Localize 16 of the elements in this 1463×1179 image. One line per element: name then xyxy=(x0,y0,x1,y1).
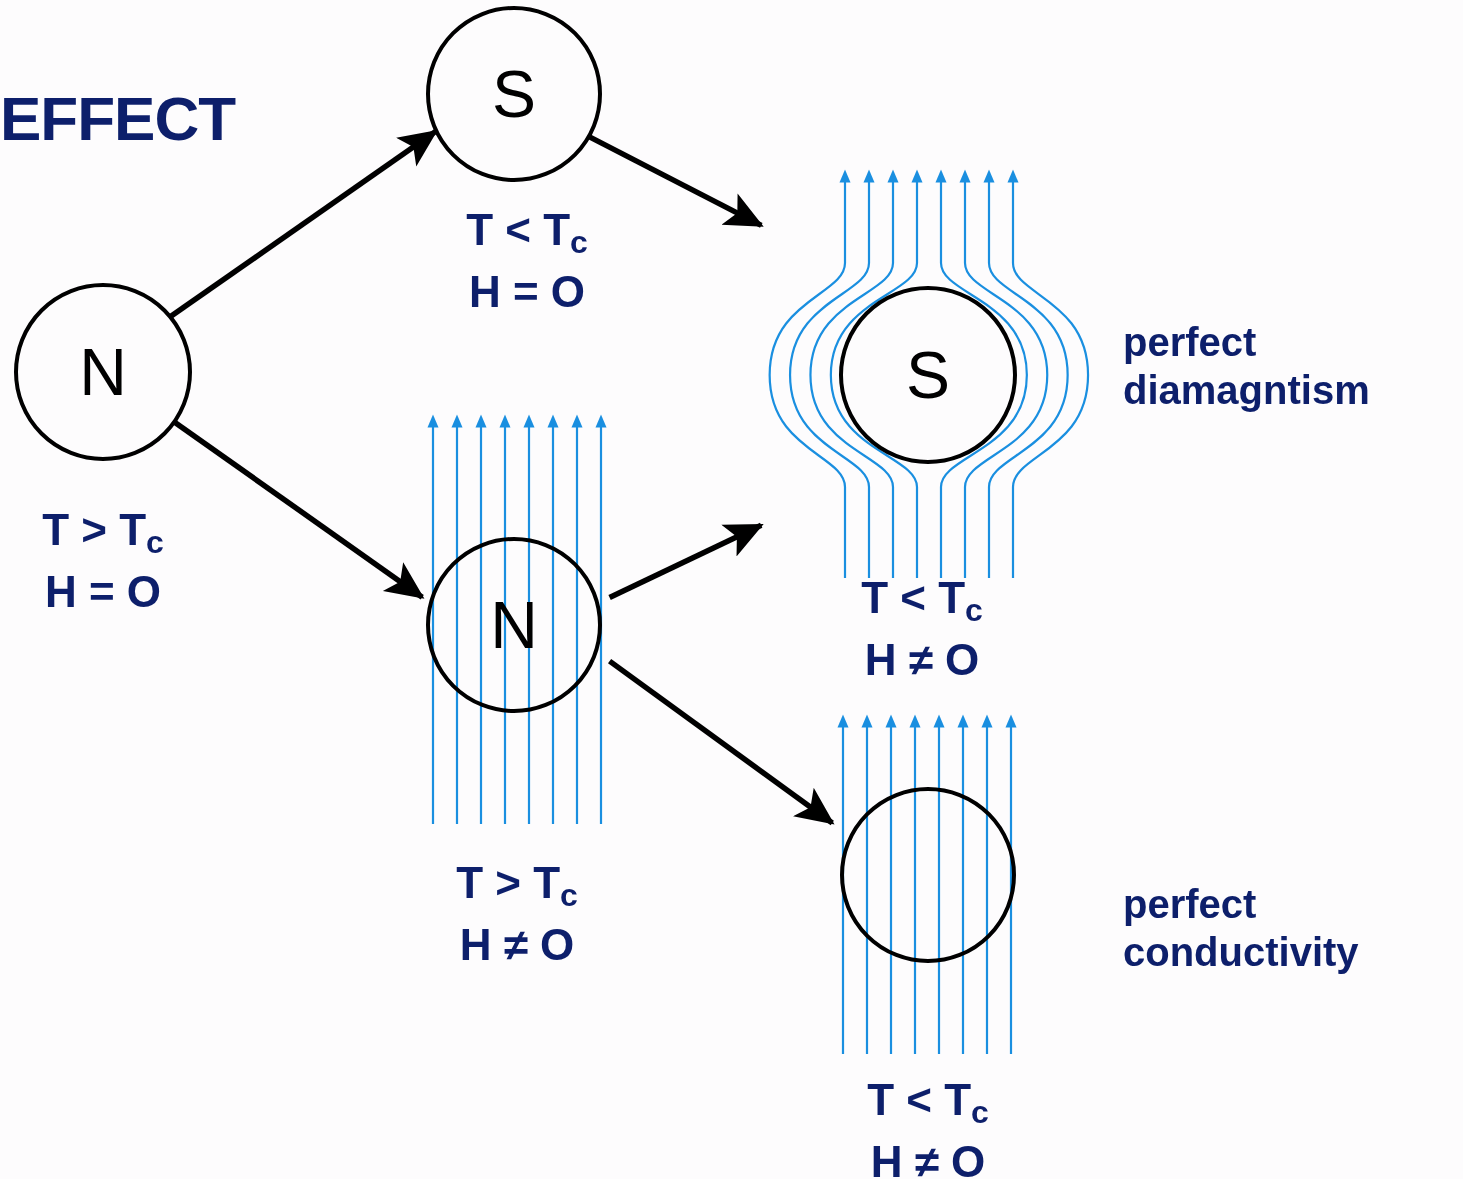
arrow xyxy=(608,522,764,601)
arrow xyxy=(588,134,764,228)
arrow xyxy=(608,658,835,826)
condition-text: T < T$_{c}$ H = O xyxy=(465,205,589,317)
arrow xyxy=(173,420,425,600)
effect-caption: perfect diamagntism xyxy=(1123,319,1371,414)
state-letter: S xyxy=(906,342,950,408)
condition-text: T > T$_{c}$ H = O xyxy=(41,505,165,617)
condition-text: T < T$_{c}$ H ≠ O xyxy=(860,573,984,685)
condition-text: T > T$_{c}$ H ≠ O xyxy=(455,858,579,970)
diagram-title: EFFECT xyxy=(0,88,236,150)
state-letter: S xyxy=(492,61,536,127)
condition-text: T < T$_{c}$ H ≠ O xyxy=(866,1075,990,1179)
arrow xyxy=(169,129,438,319)
state-letter: N xyxy=(79,339,127,405)
effect-caption: perfect conductivity xyxy=(1123,881,1360,976)
